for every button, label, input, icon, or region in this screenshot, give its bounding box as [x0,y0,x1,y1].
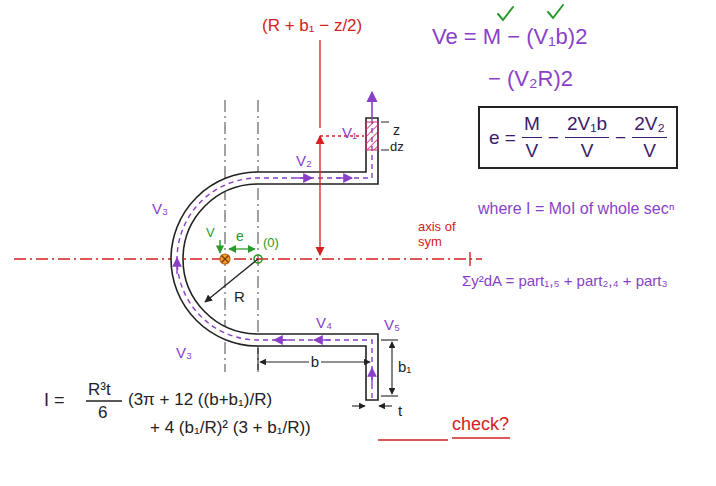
axis-note: axis of sym [418,220,470,250]
element-dimension [381,150,389,151]
dimension-label: dz [390,140,404,155]
element-distance [320,40,364,255]
element-dimension [381,122,389,150]
flow-arrows [177,178,372,384]
flow-arrows [274,339,290,340]
shear-centre-symbol [220,254,230,264]
shear-force-label: V₄ [316,314,332,331]
check-marks [498,5,563,20]
element-dimension [381,122,389,123]
shear-force-label: V₂ [296,152,312,169]
shear-force-label: V₁ [342,124,357,141]
equation: + 4 (b₁/R)² (3 + b₁/R)) [150,418,311,438]
element-distance [319,136,320,255]
flow-arrow [371,92,373,118]
equation: 6 [98,403,107,423]
flow-arrows [314,339,330,340]
formula-term: − [548,127,559,149]
formula-term: V [581,138,594,162]
formula-term: V [526,138,539,162]
thickness-dimension [352,405,365,406]
fraction-bar [86,400,122,401]
centre-lines [14,100,482,372]
equation: Ve = M − (V₁b)2 [432,24,587,49]
radius-arrow [205,259,258,302]
eccentricity-dimension [229,248,255,249]
note: where I = MoI of whole secⁿ [478,200,683,218]
dimension-label: t [398,402,402,419]
axis-end-tick [469,252,470,266]
flange-dimension [258,348,370,370]
dimension-label: b₁ [398,358,411,375]
point-label: (0) [263,236,279,251]
equation: (3π + 12 ((b+b₁)/R) [128,390,272,410]
flange-dimension [257,348,258,370]
equation: − (V₂R)2 [488,66,573,91]
dimension-label: e [236,228,244,244]
check-underline [452,437,510,439]
lip-dimension [381,395,398,396]
formula-term: − [615,127,626,149]
equation: R³t [88,380,111,400]
flow-arrows [336,177,352,178]
formula-term: 2V₂ [632,113,667,138]
shear-force-arrow [219,240,220,253]
dimension-label: R [234,288,245,305]
shear-force-label: V₃ [152,200,168,217]
shear-centre-symbol [222,256,229,263]
dimension-label: (R + b₁ − z/2) [262,16,362,36]
thickness-dimension [352,405,392,406]
dimension-label: z [393,122,400,138]
flow-arrows [296,177,312,178]
axis-end-tick [469,252,470,266]
check-note: check? [452,414,509,435]
check-underline [378,438,510,440]
equation: I = [44,390,65,411]
force-label: V [206,226,215,241]
boxed-formula: e =MV−2V₁bV−2V₂V [478,106,678,169]
lip-dimension [381,340,398,396]
hatched-element [366,122,378,150]
shear-centre-symbol [220,254,230,264]
element-distance [319,40,320,128]
fraction: 2V₁bV [565,113,609,162]
formula-term: M [522,113,542,138]
thickness-dimension [379,405,392,406]
centre-lines [14,258,482,260]
flow-arrows [371,368,372,384]
lip-dimension [381,339,398,340]
equation: Σy²dA = part₁,₅ + part₂,₄ + part₃ [462,272,712,289]
centre-lines [258,100,259,372]
shear-force-label: V₅ [384,316,400,333]
thin-walled-section [171,118,378,400]
shear-centre-symbol [222,256,229,263]
shear-force-label: V₃ [176,344,192,361]
flow-arrows [176,258,177,274]
check-marks [548,5,563,18]
check-marks [498,7,513,20]
check-underline [378,439,448,441]
dimension-label: b [309,353,321,370]
formula-term: 2V₁b [565,113,609,138]
formula-term: e = [489,127,516,149]
lip-dimension [391,342,392,394]
formula-term: V [643,138,656,162]
shear-flow-path [177,118,372,398]
fraction: MV [522,113,542,162]
fraction: 2V₂V [632,113,667,162]
